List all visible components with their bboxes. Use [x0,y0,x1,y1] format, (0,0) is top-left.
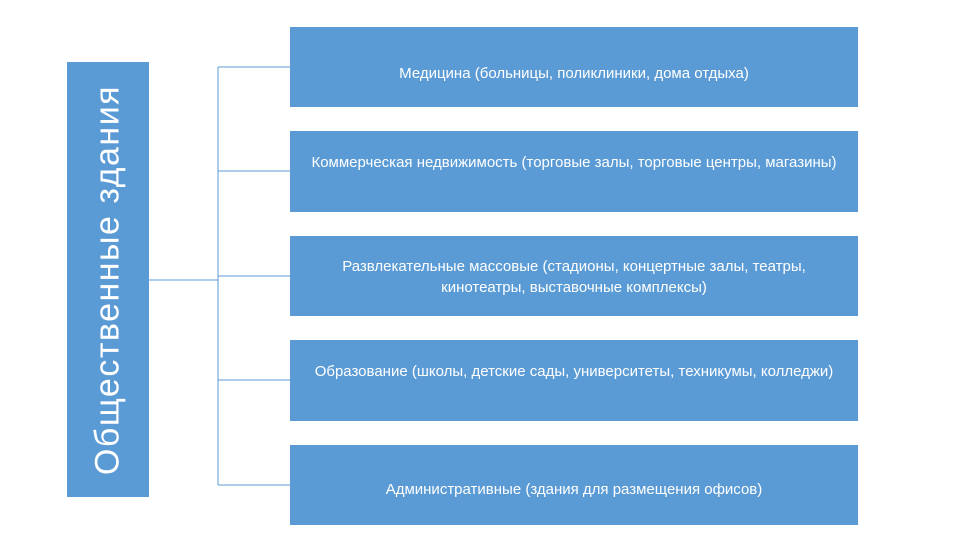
child-node-entertainment: Развлекательные массовые (стадионы, конц… [290,236,858,316]
child-node-administrative-label: Административные (здания для размещения … [385,481,763,498]
child-node-commercial-label: Коммерческая недвижимость (торговые залы… [311,154,837,171]
child-node-medicine-label: Медицина (больницы, поликлиники, дома от… [399,65,749,82]
root-node-label: Общественные здания [88,84,127,475]
root-node: Общественные здания [67,62,149,497]
child-node-education: Образование (школы, детские сады, универ… [290,340,858,421]
child-node-administrative: Административные (здания для размещения … [290,445,858,525]
child-node-medicine: Медицина (больницы, поликлиники, дома от… [290,27,858,107]
child-node-commercial: Коммерческая недвижимость (торговые залы… [290,131,858,212]
child-node-education-label: Образование (школы, детские сады, универ… [314,363,834,380]
child-node-entertainment-label: Развлекательные массовые (стадионы, конц… [342,258,806,296]
